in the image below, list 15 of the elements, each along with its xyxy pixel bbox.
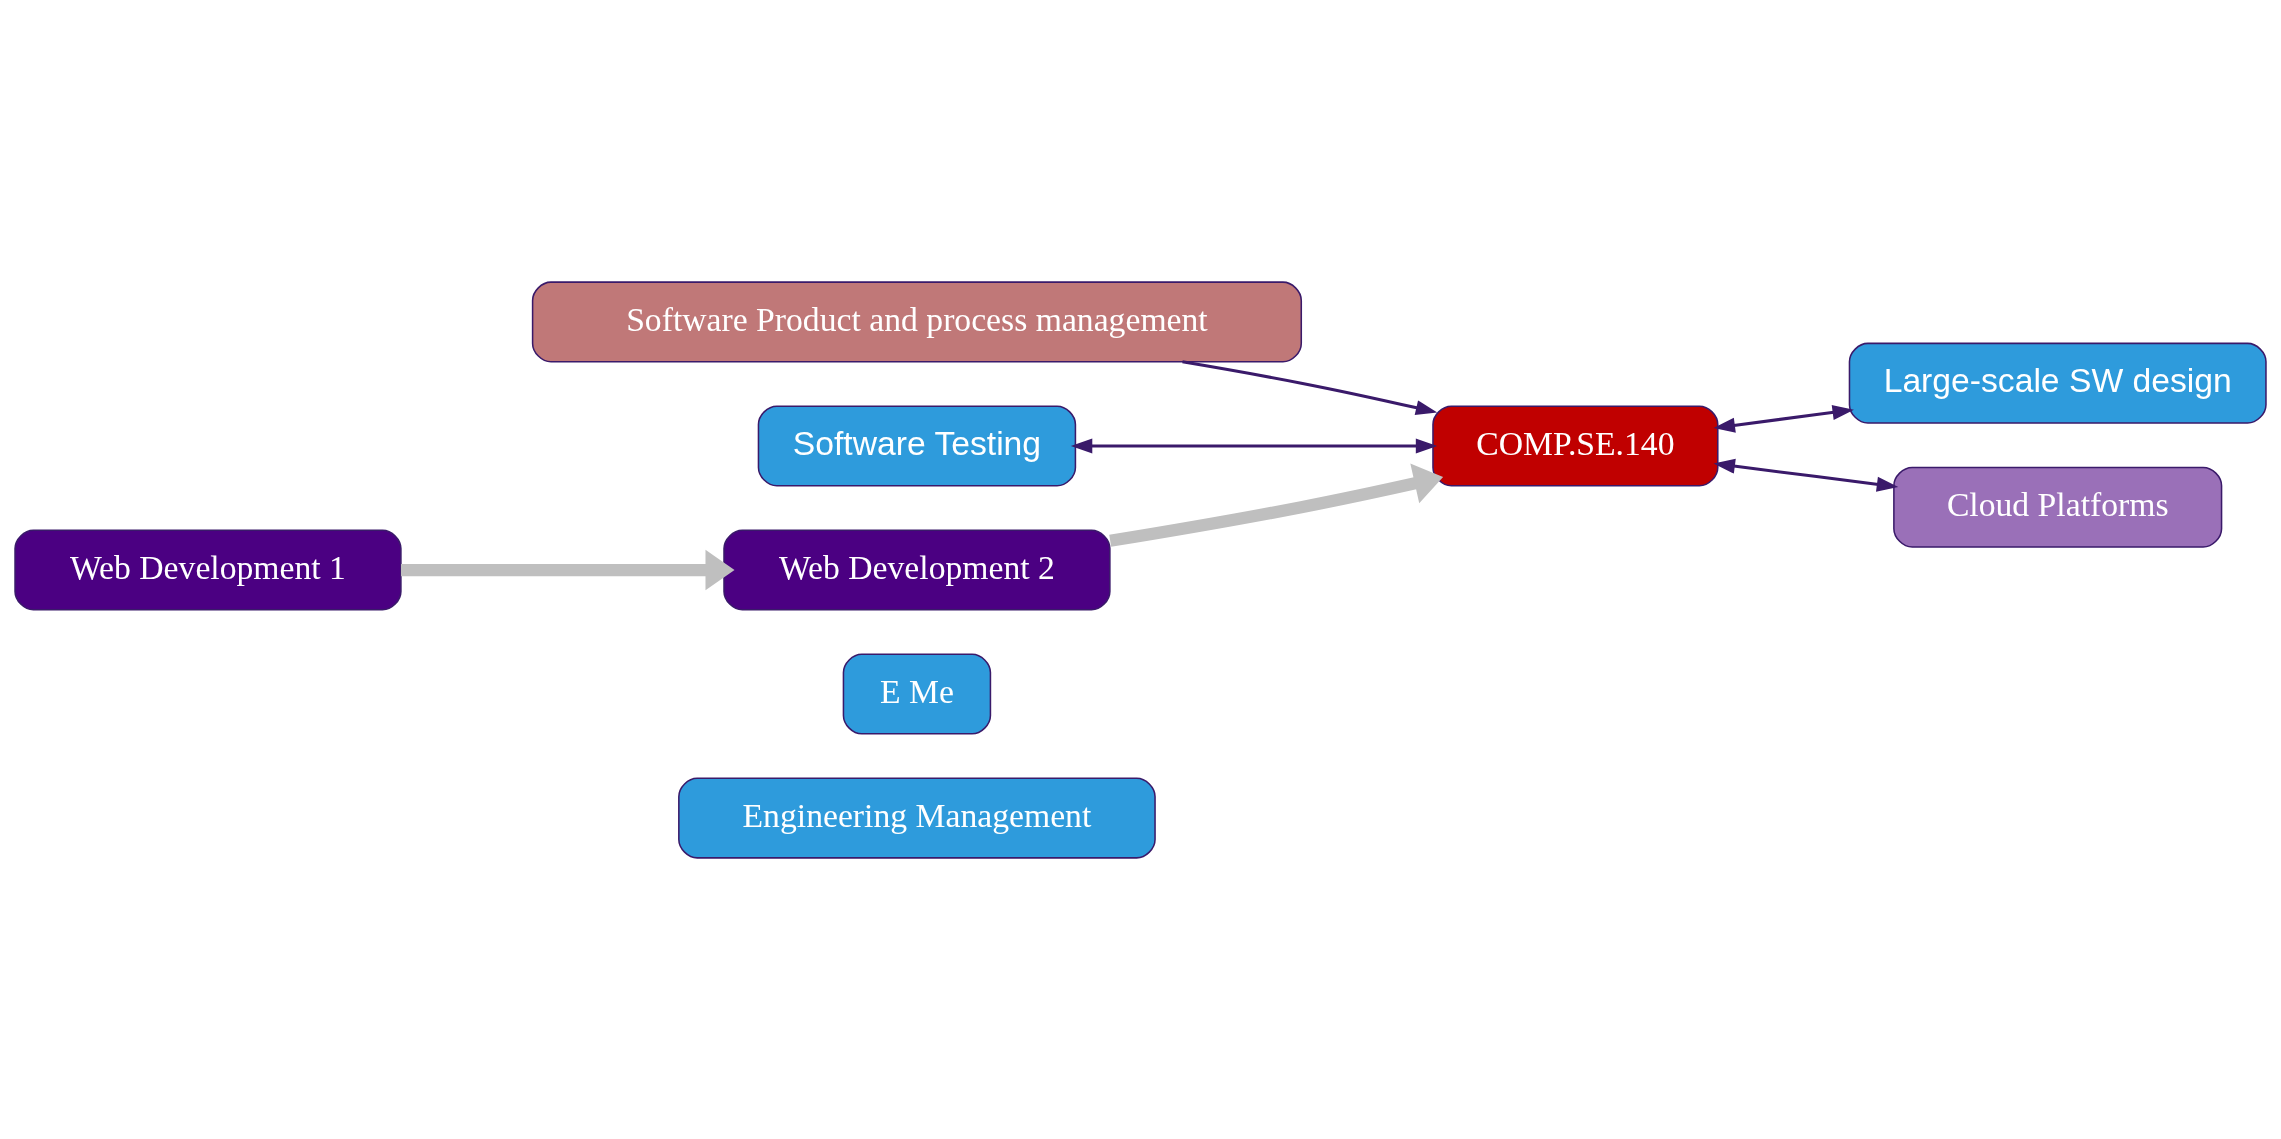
arrow bbox=[1713, 458, 1899, 492]
arrow bbox=[1713, 404, 1854, 433]
node-box: E Me bbox=[842, 652, 992, 735]
node-box: Software Testing bbox=[757, 404, 1077, 487]
node-box: Software Product and process management bbox=[531, 280, 1303, 362]
node-box: Engineering Management bbox=[678, 777, 1156, 859]
arrow bbox=[1109, 463, 1444, 547]
arrow bbox=[1182, 359, 1438, 415]
node-box: Large-scale SW design bbox=[1848, 342, 2267, 424]
arrow bbox=[401, 549, 735, 590]
node-box: Web Development 1 bbox=[14, 528, 402, 611]
node-box: Cloud Platforms bbox=[1893, 466, 2223, 548]
arrow bbox=[1070, 437, 1438, 453]
node-box: Web Development 2 bbox=[723, 528, 1111, 611]
node-box: COMP.SE.140 bbox=[1432, 404, 1719, 487]
